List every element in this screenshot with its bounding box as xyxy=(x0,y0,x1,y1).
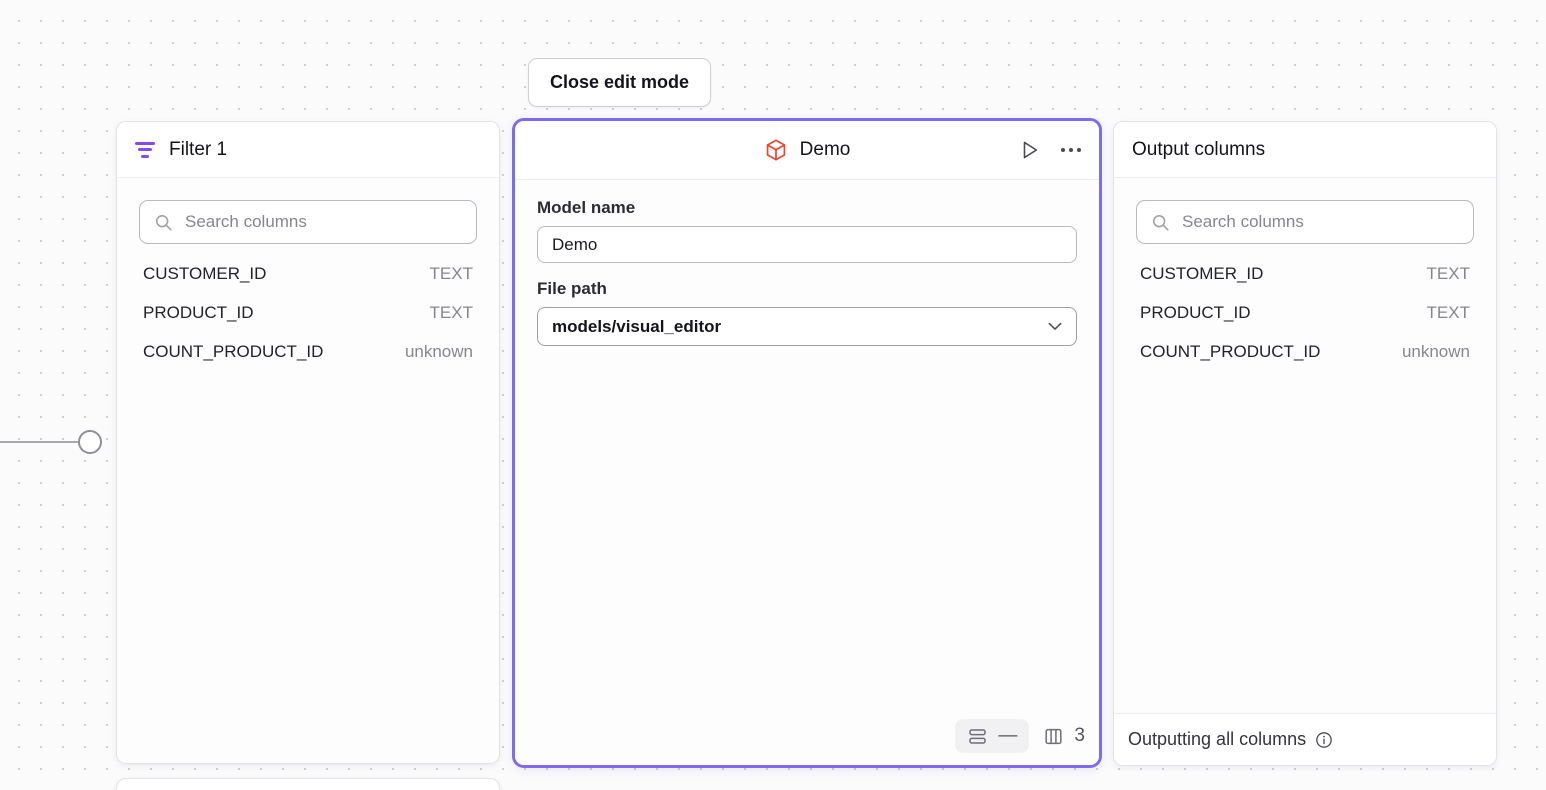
column-name: COUNT_PRODUCT_ID xyxy=(143,342,324,361)
column-type: unknown xyxy=(1401,342,1470,361)
model-name-input[interactable]: Demo xyxy=(537,226,1077,263)
model-name-label: Model name xyxy=(537,198,636,217)
row-count-stat[interactable]: — xyxy=(955,719,1030,753)
filter-node-header: Filter 1 xyxy=(117,122,499,178)
run-model-button[interactable] xyxy=(1017,137,1043,163)
output-columns-node[interactable]: Output columns Search columns CUSTOMER_I… xyxy=(1113,121,1497,766)
list-item[interactable]: PRODUCT_ID TEXT xyxy=(1114,303,1496,342)
offscreen-node-below[interactable] xyxy=(116,778,500,790)
filter-node-body: Search columns CUSTOMER_ID TEXT PRODUCT_… xyxy=(117,178,499,763)
column-count-value: 3 xyxy=(1074,725,1085,746)
output-search-input[interactable]: Search columns xyxy=(1136,200,1474,244)
model-node[interactable]: Demo Model name Demo File pat xyxy=(512,118,1102,768)
more-options-button[interactable] xyxy=(1059,146,1083,154)
column-type: TEXT xyxy=(429,303,473,322)
column-type: TEXT xyxy=(1426,264,1470,283)
file-path-select[interactable]: models/visual_editor xyxy=(537,307,1077,346)
row-count-value: — xyxy=(998,725,1018,746)
columns-icon xyxy=(1045,728,1062,744)
filter-search-placeholder: Search columns xyxy=(185,212,307,231)
column-type: TEXT xyxy=(1426,303,1470,322)
output-search-placeholder: Search columns xyxy=(1182,212,1304,231)
search-icon xyxy=(155,214,172,231)
output-footer: Outputting all columns xyxy=(1114,713,1496,765)
model-stats-bar: — 3 xyxy=(955,719,1085,753)
column-name: COUNT_PRODUCT_ID xyxy=(1140,342,1321,361)
filter-icon xyxy=(135,141,155,158)
filter-node-title: Filter 1 xyxy=(169,138,228,160)
list-item[interactable]: PRODUCT_ID TEXT xyxy=(117,303,499,342)
play-icon xyxy=(1023,141,1038,159)
column-name: CUSTOMER_ID xyxy=(1140,264,1264,283)
column-name: PRODUCT_ID xyxy=(1140,303,1251,322)
list-item[interactable]: COUNT_PRODUCT_ID unknown xyxy=(117,342,499,381)
list-item[interactable]: CUSTOMER_ID TEXT xyxy=(1114,264,1496,303)
output-node-header: Output columns xyxy=(1114,122,1496,178)
chevron-down-icon xyxy=(1048,322,1062,330)
column-name: PRODUCT_ID xyxy=(143,303,254,322)
more-options-icon xyxy=(1061,148,1081,152)
edge-connector-line xyxy=(0,441,82,443)
filter-search-input[interactable]: Search columns xyxy=(139,200,477,244)
edge-connector-handle[interactable] xyxy=(78,430,102,454)
file-path-label: File path xyxy=(537,279,607,298)
rows-icon xyxy=(969,728,987,744)
model-node-header: Demo xyxy=(515,121,1099,180)
output-node-title: Output columns xyxy=(1132,138,1266,160)
offscreen-node-header xyxy=(117,779,499,790)
filter-column-list: CUSTOMER_ID TEXT PRODUCT_ID TEXT COUNT_P… xyxy=(117,264,499,381)
cube-icon xyxy=(766,139,785,161)
list-item[interactable]: CUSTOMER_ID TEXT xyxy=(117,264,499,303)
filter-node[interactable]: Filter 1 Search columns CUSTOMER_ID TEXT… xyxy=(116,121,500,764)
model-node-body: Model name Demo File path models/visual_… xyxy=(515,180,1099,765)
output-column-list: CUSTOMER_ID TEXT PRODUCT_ID TEXT COUNT_P… xyxy=(1114,264,1496,381)
output-footer-text: Outputting all columns xyxy=(1128,729,1307,749)
column-type: unknown xyxy=(404,342,473,361)
search-icon xyxy=(1152,214,1169,231)
close-edit-mode-button[interactable]: Close edit mode xyxy=(528,58,712,107)
info-icon[interactable] xyxy=(1315,731,1333,749)
file-path-value: models/visual_editor xyxy=(552,316,722,336)
list-item[interactable]: COUNT_PRODUCT_ID unknown xyxy=(1114,342,1496,381)
model-node-title: Demo xyxy=(799,139,851,160)
column-name: CUSTOMER_ID xyxy=(143,264,267,283)
output-node-body: Search columns CUSTOMER_ID TEXT PRODUCT_… xyxy=(1114,178,1496,713)
column-type: TEXT xyxy=(429,264,473,283)
column-count-stat[interactable]: 3 xyxy=(1043,725,1085,747)
